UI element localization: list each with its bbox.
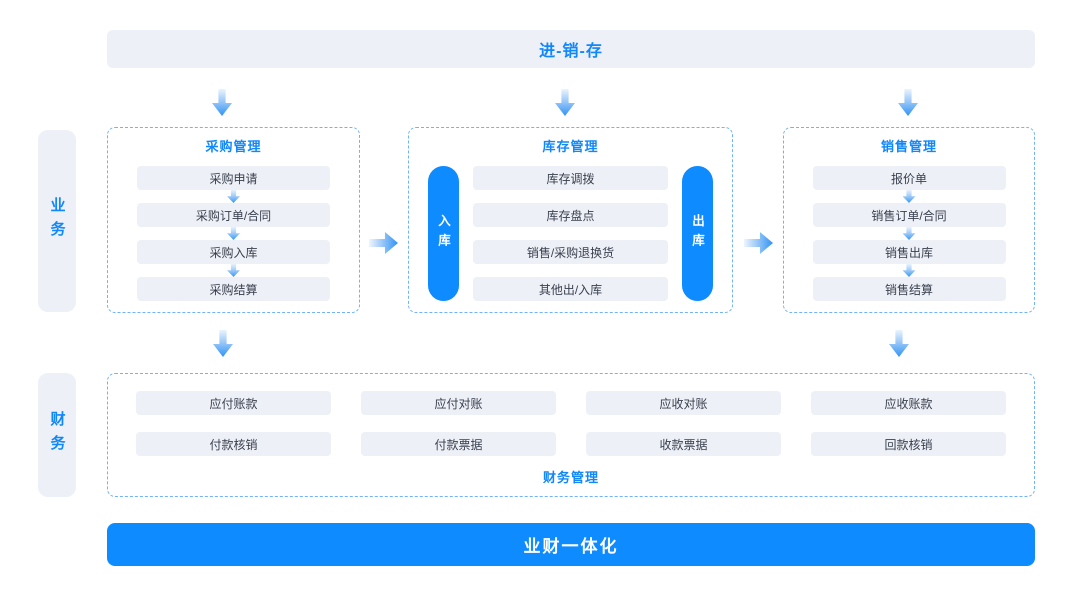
purchase-item: 采购入库 xyxy=(137,240,330,264)
finance-label-text: 财务 xyxy=(48,411,66,459)
right-arrow-icon xyxy=(744,232,773,254)
down-arrow-icon xyxy=(227,227,240,240)
finance-item: 应付对账 xyxy=(361,391,556,415)
sidebar-finance-label: 财务 xyxy=(38,373,76,497)
purchase-module-title: 采购管理 xyxy=(205,139,262,154)
sales-item: 销售出库 xyxy=(812,240,1006,264)
inventory-content-row: 入库 库存调拨 库存盘点 销售/采购退换货 其他出/入库 出库 xyxy=(409,166,732,301)
down-arrow-icon xyxy=(555,89,575,116)
down-arrow-icon xyxy=(227,264,240,277)
down-arrow-icon xyxy=(213,330,233,357)
sales-module-box: 销售管理 报价单 销售订单/合同 销售出库 销售结算 xyxy=(783,127,1035,313)
inventory-item: 库存盘点 xyxy=(473,203,668,227)
sales-item: 销售结算 xyxy=(812,277,1006,301)
top-banner-title: 进-销-存 xyxy=(539,43,603,60)
sales-item: 报价单 xyxy=(812,166,1006,190)
inventory-module-box: 库存管理 入库 库存调拨 库存盘点 销售/采购退换货 其他出/入库 出库 xyxy=(408,127,733,313)
sales-item-stack: 报价单 销售订单/合同 销售出库 销售结算 xyxy=(784,166,1034,301)
inventory-item: 库存调拨 xyxy=(473,166,668,190)
inventory-item: 销售/采购退换货 xyxy=(473,240,668,264)
bottom-banner: 业财一体化 xyxy=(107,523,1035,566)
right-arrow-icon xyxy=(369,232,398,254)
sales-module-title: 销售管理 xyxy=(880,139,937,154)
purchase-item: 采购申请 xyxy=(137,166,330,190)
finance-module-title: 财务管理 xyxy=(542,470,599,485)
purchase-item: 采购结算 xyxy=(137,277,330,301)
down-arrow-icon xyxy=(227,190,240,203)
inbound-pill: 入库 xyxy=(428,166,459,301)
finance-item: 应付账款 xyxy=(136,391,331,415)
down-arrow-icon xyxy=(902,227,916,240)
finance-item: 应收账款 xyxy=(811,391,1006,415)
outbound-pill: 出库 xyxy=(682,166,713,301)
inventory-item: 其他出/入库 xyxy=(473,277,668,301)
down-arrow-icon xyxy=(902,264,916,277)
inventory-module-title: 库存管理 xyxy=(542,139,599,154)
finance-item: 付款票据 xyxy=(361,432,556,456)
inbound-pill-label: 入库 xyxy=(436,214,450,253)
down-arrow-icon xyxy=(889,330,909,357)
sales-item: 销售订单/合同 xyxy=(812,203,1006,227)
bottom-banner-title: 业财一体化 xyxy=(523,537,619,556)
down-arrow-icon xyxy=(212,89,232,116)
sidebar-business-label: 业务 xyxy=(38,130,76,312)
outbound-pill-label: 出库 xyxy=(690,214,704,253)
top-banner: 进-销-存 xyxy=(107,30,1035,68)
purchase-module-box: 采购管理 采购申请 采购订单/合同 采购入库 采购结算 xyxy=(107,127,360,313)
finance-module-box: 应付账款 应付对账 应收对账 应收账款 付款核销 付款票据 收款票据 回款核销 … xyxy=(107,373,1035,497)
purchase-item: 采购订单/合同 xyxy=(137,203,330,227)
down-arrow-icon xyxy=(898,89,918,116)
finance-row-1: 应付账款 应付对账 应收对账 应收账款 xyxy=(136,391,1006,415)
down-arrow-icon xyxy=(902,190,916,203)
finance-row-2: 付款核销 付款票据 收款票据 回款核销 xyxy=(136,432,1006,456)
finance-item: 付款核销 xyxy=(136,432,331,456)
purchase-item-stack: 采购申请 采购订单/合同 采购入库 采购结算 xyxy=(108,166,359,301)
finance-item: 收款票据 xyxy=(586,432,781,456)
inventory-item-stack: 库存调拨 库存盘点 销售/采购退换货 其他出/入库 xyxy=(473,166,668,301)
finance-item: 应收对账 xyxy=(586,391,781,415)
business-label-text: 业务 xyxy=(48,197,66,245)
finance-item: 回款核销 xyxy=(811,432,1006,456)
